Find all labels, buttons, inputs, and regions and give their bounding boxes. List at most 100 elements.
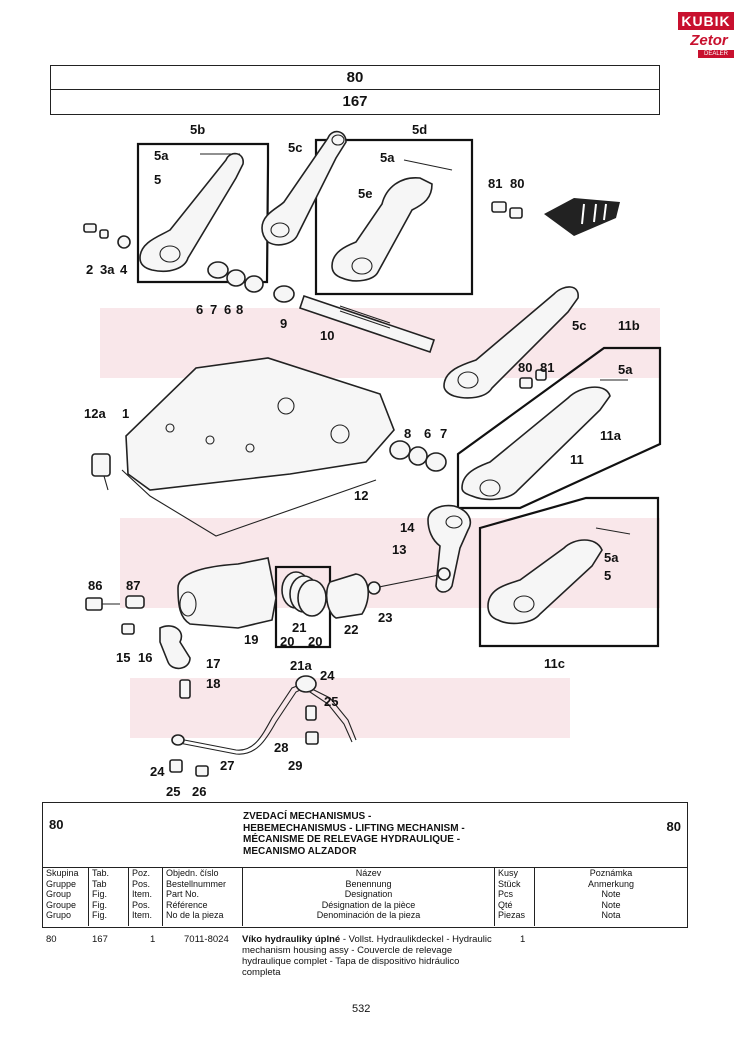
callout: 81 <box>540 360 554 375</box>
callout: 15 <box>116 650 130 665</box>
callout: 11 <box>570 452 584 467</box>
callout: 86 <box>88 578 102 593</box>
callout: 26 <box>192 784 206 799</box>
callout: 19 <box>244 632 258 647</box>
callout: 11a <box>600 428 622 443</box>
parts-table: 80 ZVEDACÍ MECHANISMUS - HEBEMECHANISMUS… <box>42 802 688 928</box>
housing-1 <box>121 357 395 537</box>
rings-6-7-8-9 <box>207 261 295 303</box>
callout: 2 <box>86 262 93 277</box>
column-label: No de la pieza <box>166 910 224 921</box>
column-label: Tab <box>92 878 107 889</box>
callout: 25 <box>166 784 180 799</box>
section-header: 80 ZVEDACÍ MECHANISMUS - HEBEMECHANISMUS… <box>43 803 687 868</box>
column-label: Bestellnummer <box>166 878 227 889</box>
rings-8-6-7 <box>389 440 447 472</box>
callout: 81 <box>488 176 502 191</box>
callout: 20 <box>280 634 294 649</box>
column-label: Note <box>601 889 621 900</box>
column-label: Groupe <box>46 899 77 910</box>
callout: 5 <box>604 568 611 583</box>
column-table: Tab. Tab Fig. Fig. Fig. <box>89 868 129 926</box>
section-code-left: 80 <box>49 817 64 832</box>
column-label: Item. <box>132 910 153 921</box>
column-note: Poznámka Anmerkung Note Note Nota <box>535 868 687 926</box>
callout: 6 <box>424 426 431 441</box>
column-label: Nota <box>601 910 621 921</box>
logo-brand-mid: Zetor <box>690 32 728 49</box>
column-label: Anmerkung <box>587 878 635 889</box>
callout: 29 <box>288 758 302 773</box>
callout: 20 <box>308 634 322 649</box>
column-label: Pos. <box>132 899 151 910</box>
title-line: MÉCANISME DE RELEVAGE HYDRAULIQUE - <box>243 834 461 845</box>
callout: 24 <box>150 764 165 779</box>
title-line: ZVEDACÍ MECHANISMUS - <box>243 811 372 822</box>
callout: 16 <box>138 650 152 665</box>
callout: 8 <box>236 302 243 317</box>
column-quantity: Kusy Stück Pcs Qté Piezas <box>495 868 535 926</box>
callout: 21a <box>290 658 312 673</box>
title-line: HEBEMECHANISMUS - LIFTING MECHANISM - <box>243 822 465 834</box>
column-group: Skupina Gruppe Group Groupe Grupo <box>43 868 89 926</box>
callout: 6 <box>196 302 203 317</box>
callout: 14 <box>400 520 415 535</box>
column-label: Fig. <box>92 910 108 921</box>
callout: 18 <box>206 676 220 691</box>
callout: 7 <box>440 426 447 441</box>
dealer-watermark <box>100 308 660 738</box>
column-label: Part No. <box>166 889 200 900</box>
screws-80-81 <box>491 201 547 389</box>
column-label: Objedn. číslo <box>166 868 219 878</box>
callout: 80 <box>518 360 532 375</box>
entry-part-number: 7011-8024 <box>184 934 229 945</box>
callout: 5c <box>288 140 302 155</box>
diagram-svg: 5b 5a 5 5c 5d 5a 5e 81 80 2 3a 4 6 7 6 8… <box>83 122 662 799</box>
section-code-right: 80 <box>666 819 681 834</box>
callout: 23 <box>378 610 392 625</box>
callout-labels: 5b 5a 5 5c 5d 5a 5e 81 80 2 3a 4 6 7 6 8… <box>84 122 640 799</box>
direction-arrow <box>544 198 620 236</box>
callout: 28 <box>274 740 288 755</box>
callout: 6 <box>224 302 231 317</box>
column-label: Tab. <box>92 868 110 878</box>
arm-5c-top <box>261 130 347 246</box>
column-label: Benennung <box>345 878 392 889</box>
callout: 5a <box>154 148 169 163</box>
column-position: Poz. Pos. Item. Pos. Item. <box>129 868 163 926</box>
callout: 10 <box>320 328 334 343</box>
column-part-number: Objedn. číslo Bestellnummer Part No. Réf… <box>163 868 243 926</box>
callout: 5a <box>380 150 395 165</box>
callout: 8 <box>404 426 411 441</box>
column-label: Grupo <box>46 910 72 921</box>
callout: 5a <box>618 362 633 377</box>
callout: 5a <box>604 550 619 565</box>
callout: 7 <box>210 302 217 317</box>
arm-5d <box>331 159 453 282</box>
callout: 12 <box>354 488 368 503</box>
column-label: Référence <box>166 899 208 910</box>
column-label: Designation <box>344 889 393 900</box>
entry-table: 167 <box>92 934 108 945</box>
column-label: Denominación de la pieza <box>316 910 421 921</box>
fittings-15-18 <box>121 623 191 699</box>
callout: 11c <box>544 656 565 671</box>
entry-description: Víko hydrauliky úplné - Vollst. Hydrauli… <box>242 934 492 978</box>
callout: 21 <box>292 620 306 635</box>
callout: 17 <box>206 656 220 671</box>
column-label: Fig. <box>92 899 108 910</box>
screws-2-3a-4 <box>83 223 131 249</box>
column-headers: Skupina Gruppe Group Groupe Grupo Tab. T… <box>43 868 687 926</box>
callout: 5e <box>358 186 372 201</box>
arm-5b <box>139 152 244 273</box>
logo-brand-top: KUBIK <box>678 12 734 30</box>
column-label: Poznámka <box>589 868 633 878</box>
column-label: Kusy <box>498 868 519 878</box>
logo-brand-bottom: DEALER <box>698 50 734 58</box>
sensor-12a <box>91 453 111 491</box>
column-label: Piezas <box>498 910 526 921</box>
column-label: Note <box>601 899 621 910</box>
callout: 4 <box>120 262 128 277</box>
title-line: MECANISMO ALZADOR <box>243 845 357 857</box>
pipe-27 <box>169 675 357 777</box>
